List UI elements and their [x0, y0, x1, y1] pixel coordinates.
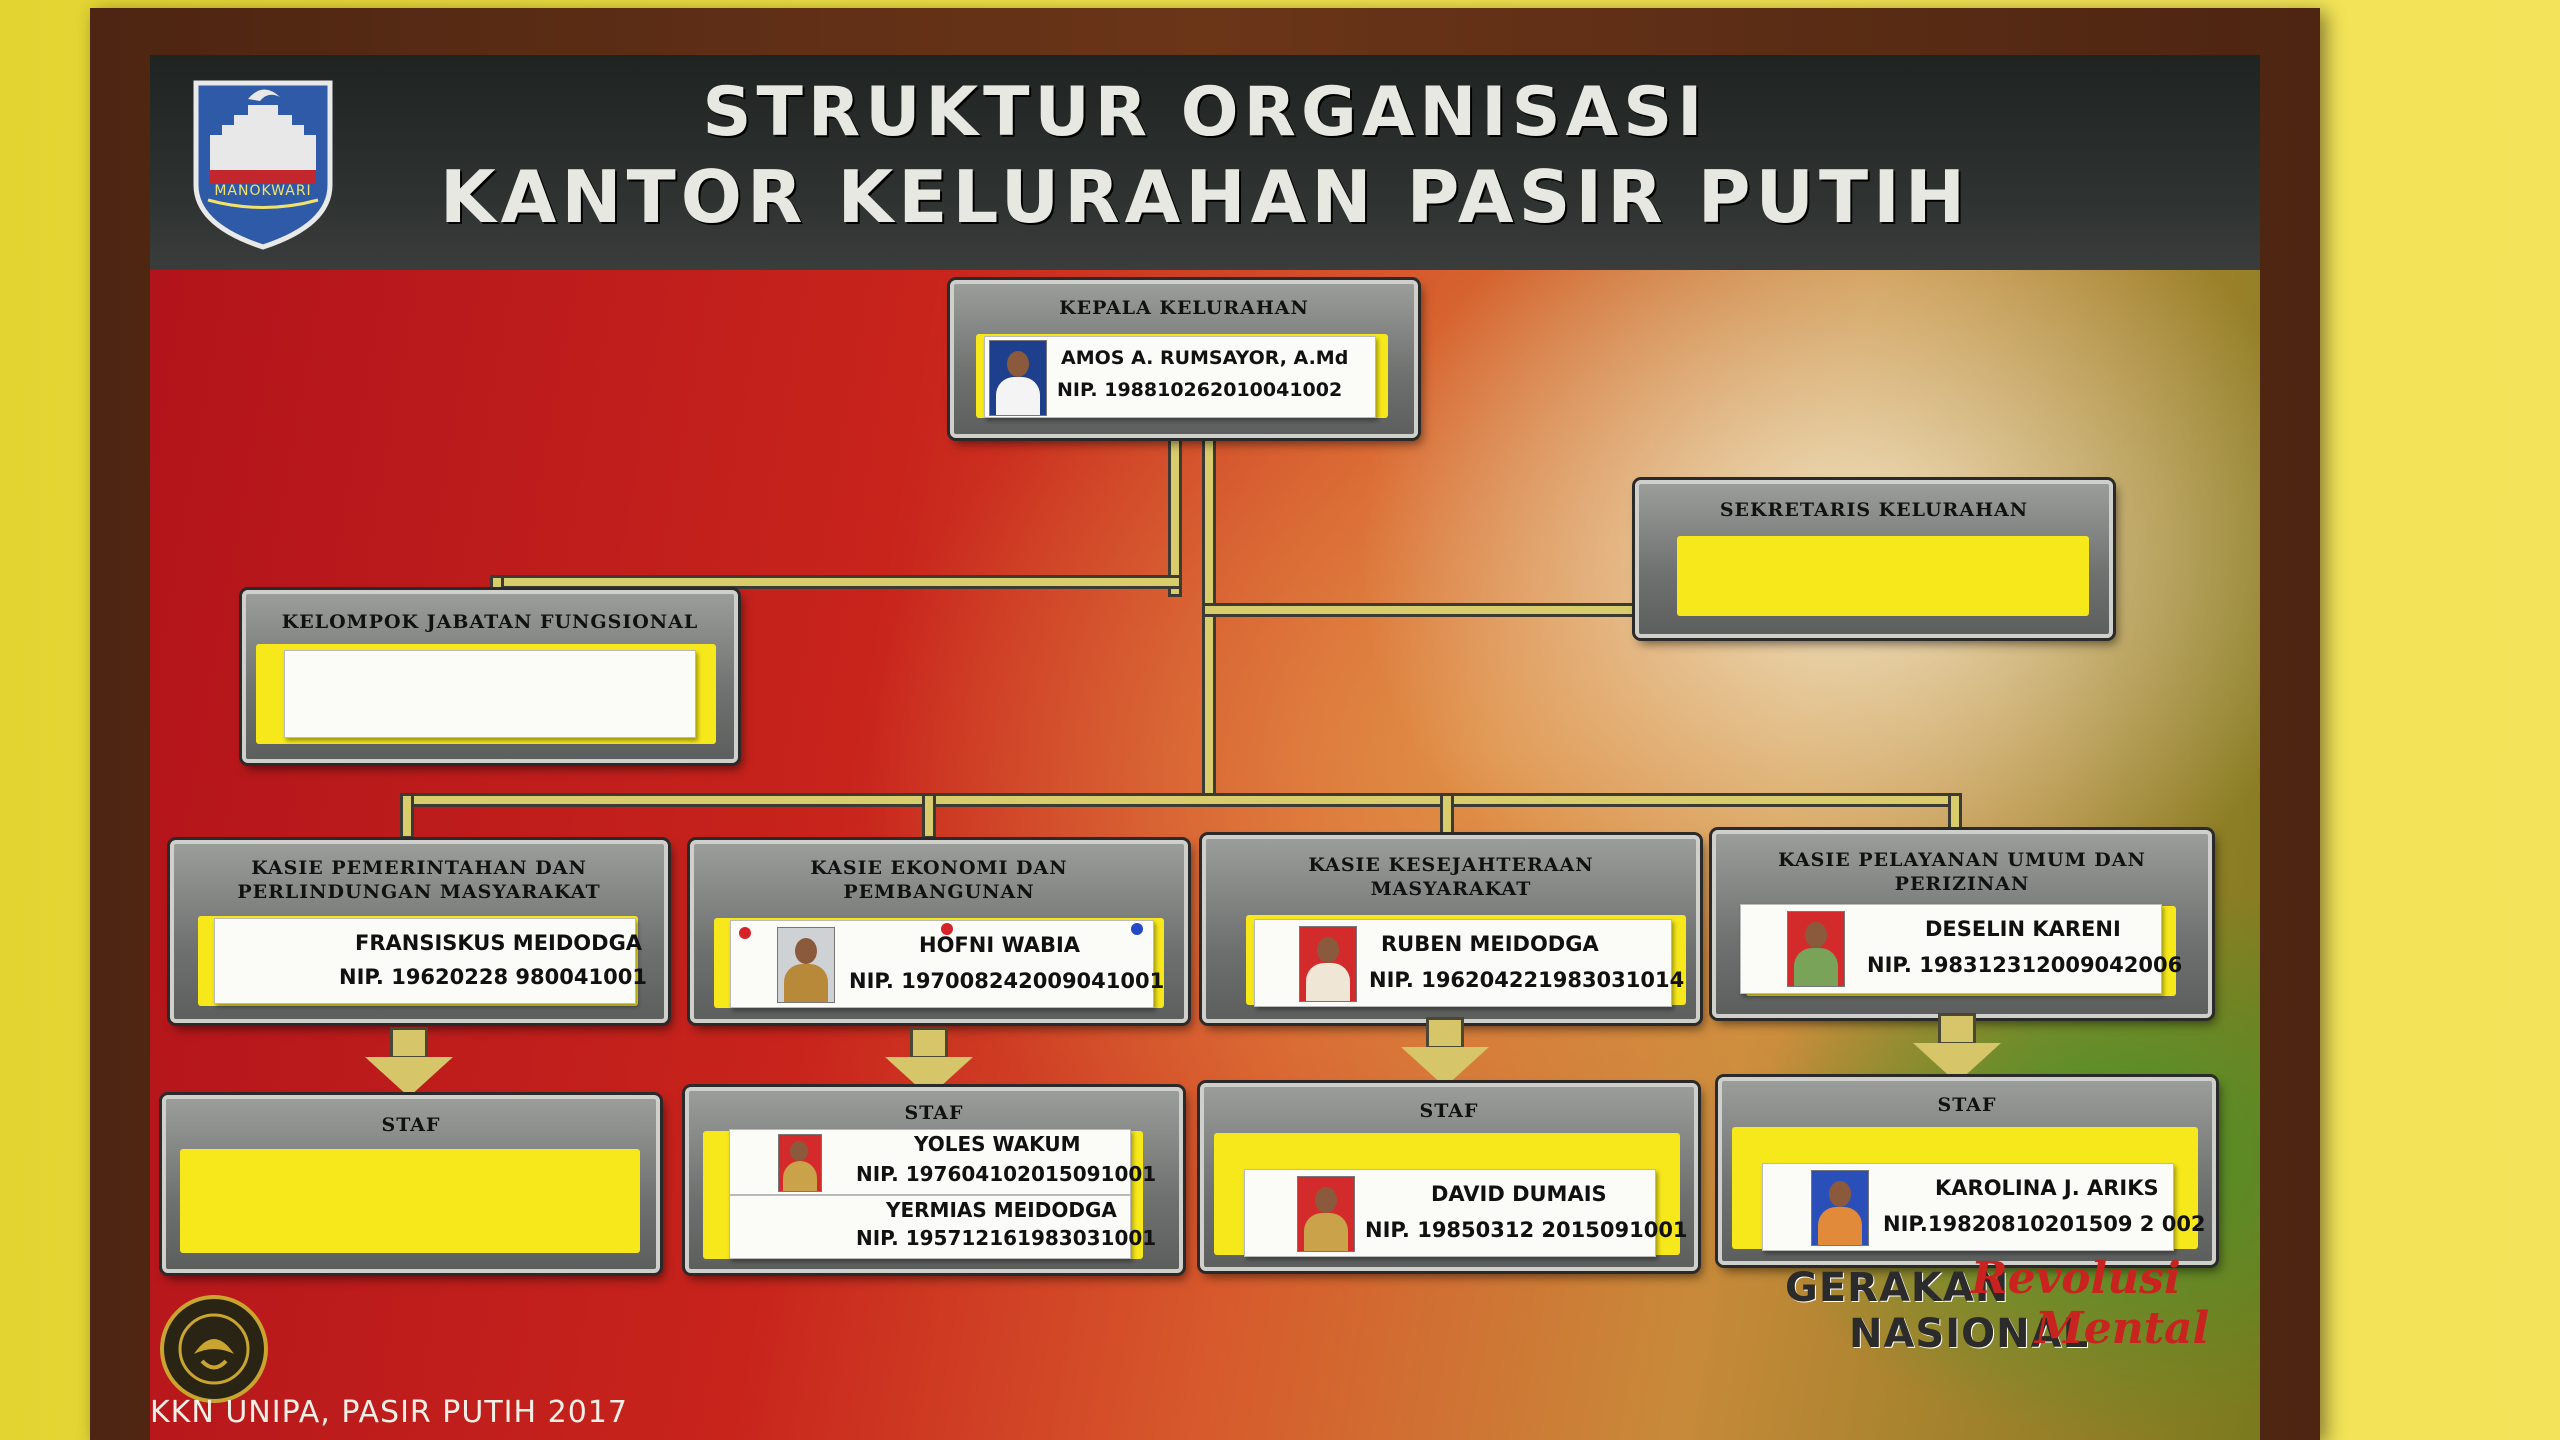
staf-4-name: KAROLINA J. ARIKS	[1935, 1176, 2159, 1200]
kepala-nameplate: AMOS A. RUMSAYOR, A.Md NIP. 198810262010…	[984, 336, 1376, 418]
kasie-pelayanan-box: KASIE PELAYANAN UMUM DAN PERIZINAN DESEL…	[1712, 830, 2212, 1018]
staf-3-photo	[1297, 1176, 1355, 1252]
kasie-2-nameplate: HOFNI WABIA NIP. 197008242009041001	[730, 920, 1164, 1008]
kasie-kesejahteraan-box: KASIE KESEJAHTERAAN MASYARAKAT RUBEN MEI…	[1202, 835, 1700, 1023]
sekretaris-box: SEKRETARIS KELURAHAN	[1635, 480, 2113, 638]
crest-label: MANOKWARI	[214, 183, 312, 199]
gerakan-word-1: GERAKAN	[1785, 1265, 2010, 1311]
connector-left-horizontal	[490, 575, 1182, 589]
red-pin-icon	[941, 923, 953, 935]
kasie-pemerintahan-box: KASIE PEMERINTAHAN DAN PERLINDUNGAN MASY…	[170, 840, 668, 1023]
kasie-2-photo	[777, 927, 835, 1003]
fungsional-title: KELOMPOK JABATAN FUNGSIONAL	[281, 611, 699, 633]
sekretaris-card-empty	[1677, 536, 2089, 616]
staf-3-nameplate: DAVID DUMAIS NIP. 19850312 2015091001	[1244, 1169, 1688, 1257]
arrow-down-icon	[1912, 1013, 2002, 1083]
sekretaris-title: SEKRETARIS KELURAHAN	[1719, 499, 2029, 521]
kasie-4-name: DESELIN KARENI	[1925, 917, 2121, 941]
kasie-3-photo	[1299, 926, 1357, 1002]
staf-4-photo	[1811, 1170, 1869, 1246]
gerakan-word-3: Revolusi	[1971, 1253, 2181, 1304]
kasie-4-photo	[1787, 911, 1845, 987]
gerakan-word-2: NASIONAL	[1849, 1311, 2090, 1357]
kasie-4-nip: NIP. 198312312009042006	[1867, 953, 2183, 977]
kasie-2-title-line-2: PEMBANGUNAN	[843, 881, 1035, 903]
kepala-kelurahan-box: KEPALA KELURAHAN AMOS A. RUMSAYOR, A.Md …	[950, 280, 1418, 438]
kasie-3-title-line-2: MASYARAKAT	[1370, 878, 1532, 900]
staf-1-box: STAF	[162, 1095, 660, 1273]
staf-2-nameplate-2: YERMIAS MEIDODGA NIP. 195712161983031001	[729, 1195, 1156, 1259]
connector-bottom-horizontal	[400, 793, 1962, 807]
kasie-4-title-line-2: PERIZINAN	[1894, 873, 2030, 895]
kasie-1-nip: NIP. 19620228 980041001	[339, 965, 647, 989]
blue-pin-icon	[1131, 923, 1143, 935]
kasie-2-nip: NIP. 197008242009041001	[849, 969, 1165, 993]
staf-2-name-1: YOLES WAKUM	[914, 1132, 1081, 1156]
header-bar: MANOKWARI STRUKTUR ORGANISASI KANTOR KEL…	[150, 55, 2260, 270]
staf-3-name: DAVID DUMAIS	[1431, 1182, 1607, 1206]
manokwari-crest-icon	[193, 80, 333, 250]
kepala-photo	[989, 340, 1047, 416]
kasie-3-name: RUBEN MEIDODGA	[1381, 932, 1599, 956]
staf-3-box: STAF DAVID DUMAIS NIP. 19850312 20150910…	[1200, 1083, 1698, 1271]
footer-caption: KKN UNIPA, PASIR PUTIH 2017	[150, 1395, 628, 1430]
fungsional-nameplate-empty	[284, 650, 696, 738]
gerakan-word-4: Mental	[2035, 1303, 2210, 1354]
kasie-1-title-line-2: PERLINDUNGAN MASYARAKAT	[237, 881, 601, 903]
staf-2-nameplate-1: YOLES WAKUM NIP. 197604102015091001	[729, 1129, 1156, 1195]
org-chart-board: MANOKWARI STRUKTUR ORGANISASI KANTOR KEL…	[150, 55, 2260, 1440]
kasie-4-nameplate: DESELIN KARENI NIP. 198312312009042006	[1740, 904, 2182, 994]
kasie-1-name: FRANSISKUS MEIDODGA	[355, 931, 643, 955]
staf-2-name-2: YERMIAS MEIDODGA	[886, 1198, 1117, 1222]
staf-3-title: STAF	[1419, 1100, 1479, 1122]
kasie-3-nameplate: RUBEN MEIDODGA NIP. 196204221983031014	[1254, 919, 1684, 1007]
kasie-2-name: HOFNI WABIA	[919, 933, 1081, 957]
connector-drop-1	[400, 793, 414, 839]
kasie-1-title-line-1: KASIE PEMERINTAHAN DAN	[251, 857, 587, 879]
unipa-logo-icon	[160, 1295, 268, 1403]
kepala-title: KEPALA KELURAHAN	[1059, 297, 1309, 319]
kepala-nip: NIP. 198810262010041002	[1057, 379, 1343, 401]
red-pin-icon	[739, 927, 751, 939]
staf-4-nameplate: KAROLINA J. ARIKS NIP.19820810201509 2 0…	[1762, 1163, 2206, 1251]
connector-vertical-left	[1168, 427, 1182, 597]
staf-3-nip: NIP. 19850312 2015091001	[1365, 1218, 1688, 1242]
arrow-down-icon	[364, 1027, 454, 1097]
staf-2-photo	[778, 1134, 822, 1192]
title-line-1: STRUKTUR ORGANISASI	[702, 73, 1708, 152]
kasie-2-title-line-1: KASIE EKONOMI DAN	[810, 857, 1068, 879]
arrow-down-icon	[1400, 1017, 1490, 1087]
fungsional-box: KELOMPOK JABATAN FUNGSIONAL	[242, 590, 738, 763]
kasie-3-title-line-1: KASIE KESEJAHTERAAN	[1308, 854, 1594, 876]
staf-1-title: STAF	[381, 1114, 441, 1136]
kasie-1-nameplate: FRANSISKUS MEIDODGA NIP. 19620228 980041…	[214, 918, 647, 1004]
kasie-3-nip: NIP. 196204221983031014	[1369, 968, 1685, 992]
staf-4-box: STAF KAROLINA J. ARIKS NIP.1982081020150…	[1718, 1077, 2216, 1265]
connector-drop-2	[922, 793, 936, 839]
kepala-name: AMOS A. RUMSAYOR, A.Md	[1061, 347, 1349, 369]
title-line-2: KANTOR KELURAHAN PASIR PUTIH	[439, 155, 1971, 239]
staf-2-nip-2: NIP. 195712161983031001	[856, 1226, 1157, 1250]
connector-drop-3	[1440, 793, 1454, 839]
staf-1-card-empty	[180, 1149, 640, 1253]
staf-4-nip: NIP.19820810201509 2 002	[1883, 1212, 2206, 1236]
staf-4-title: STAF	[1937, 1094, 1997, 1116]
kasie-4-title-line-1: KASIE PELAYANAN UMUM DAN	[1778, 849, 2146, 871]
kasie-ekonomi-box: KASIE EKONOMI DAN PEMBANGUNAN HOFNI WABI…	[690, 840, 1188, 1023]
staf-2-title: STAF	[904, 1102, 964, 1124]
gerakan-revolusi-mental-logo: GERAKAN NASIONAL Revolusi Mental	[1785, 1253, 2209, 1385]
connector-vertical-main	[1202, 427, 1216, 807]
staf-2-nip-1: NIP. 197604102015091001	[856, 1162, 1157, 1186]
staf-2-box: STAF YOLES WAKUM NIP. 197604102015091001…	[685, 1087, 1183, 1273]
